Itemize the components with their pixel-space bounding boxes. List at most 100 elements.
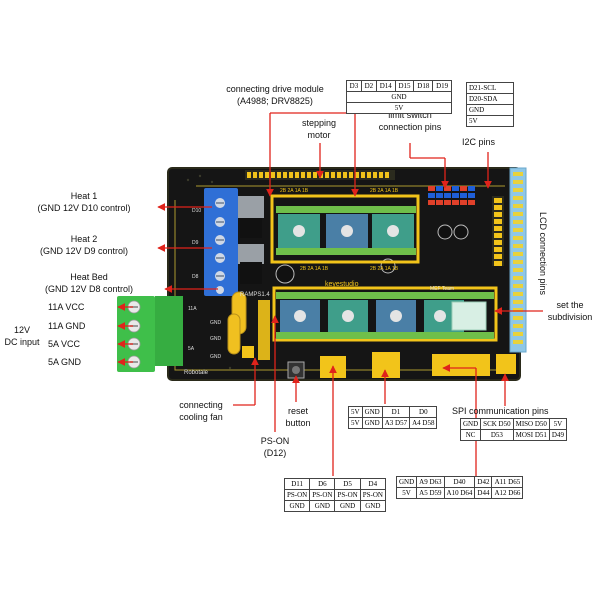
pin-cell: A11 D65	[491, 476, 524, 488]
pin-cell: 5V	[348, 417, 363, 429]
terminal-label-2: D9	[192, 240, 199, 246]
header-pin	[301, 172, 305, 178]
drive-module-models: (A4988; DRV8825)	[237, 96, 313, 106]
limit-switch-label-1: limit switch	[388, 110, 432, 120]
pin-cell: D53	[480, 429, 514, 441]
pin-cell: D19	[432, 80, 452, 92]
header-pin	[494, 219, 502, 224]
header-pin	[494, 247, 502, 252]
limit-switch-label-2: connection pins	[378, 122, 442, 132]
pin-cell: GND	[309, 500, 336, 512]
pin-cell: 5V	[466, 115, 514, 127]
side-label-1: GND	[210, 320, 222, 326]
header-pin	[494, 212, 502, 217]
lcd-pins-label: LCD connection pins	[538, 212, 548, 296]
lcd-pin	[513, 316, 523, 320]
pin-cell: D2	[360, 80, 377, 92]
endstop-pin	[460, 186, 467, 191]
power-terminal	[117, 296, 183, 372]
endstop-header	[428, 186, 475, 205]
i2c-pins-label: I2C pins	[462, 137, 496, 147]
board-team-label: MEF Team	[430, 286, 454, 292]
endstop-5v-row: 5V	[346, 102, 452, 114]
heatbed-desc: (GND 12V D8 control)	[44, 284, 134, 294]
header-pin	[494, 205, 502, 210]
cooling-fan-label-1: connecting	[179, 400, 223, 410]
lcd-pin	[513, 180, 523, 184]
header-pin	[343, 172, 347, 178]
side-label-2: GND	[210, 336, 222, 342]
pin-cell: GND	[361, 417, 383, 429]
pin-cell: MISO D50	[512, 418, 550, 430]
endstop-pin	[468, 186, 475, 191]
reset-label-2: button	[285, 418, 311, 428]
pin-cell: GND	[395, 476, 418, 488]
header-pin	[247, 172, 251, 178]
vcc-11a-label: 11A VCC	[48, 302, 85, 312]
stepping-motor-label-2: motor	[307, 130, 331, 140]
terminal-label-1: D10	[192, 208, 201, 214]
header-pin	[313, 172, 317, 178]
endstop-pin	[444, 193, 451, 198]
header-pin	[277, 172, 281, 178]
header-pin	[379, 172, 383, 178]
header-pin	[373, 172, 377, 178]
pin-cell: D15	[394, 80, 415, 92]
pin-cell: D44	[474, 487, 493, 499]
pin-cell: PS-ON	[309, 489, 336, 501]
header-pin	[307, 172, 311, 178]
lcd-pin	[513, 260, 523, 264]
pin-cell: GND	[359, 500, 386, 512]
header-pin	[355, 172, 359, 178]
heat1-desc: (GND 12V D10 control)	[37, 203, 131, 213]
header-pin	[494, 261, 502, 266]
pin-cell: A4 D58	[409, 417, 438, 429]
lcd-pin	[513, 276, 523, 280]
board-ramps-label: RAMPS1.4	[240, 292, 270, 298]
lcd-pin	[513, 284, 523, 288]
gnd-5a-label: 5A GND	[48, 357, 82, 367]
header-pin	[494, 198, 502, 203]
fuses	[227, 291, 247, 355]
header-pin	[385, 172, 389, 178]
pin-cell: GND	[361, 406, 383, 418]
header-pin	[295, 172, 299, 178]
spi-pins-label: SPI communication pins	[452, 406, 549, 416]
pin-cell: A3 D57	[381, 417, 411, 429]
reset-label-1: reset	[287, 406, 308, 416]
lcd-pin	[513, 228, 523, 232]
header-pin	[331, 172, 335, 178]
dc-input-label-1: 12V	[13, 325, 30, 335]
right-header	[492, 196, 504, 266]
endstop-pin	[436, 186, 443, 191]
pin-cell: NC	[459, 429, 482, 441]
lcd-pin	[513, 308, 523, 312]
header-pin	[271, 172, 275, 178]
pin-cell: 5V	[348, 406, 363, 418]
driver-label-2: 2B 2A 1A 1B	[370, 188, 399, 194]
stepping-motor-label-1: stepping	[301, 118, 337, 128]
endstop-pin	[452, 200, 459, 205]
driver-label-4: 2B 2A 1A 1B	[370, 266, 399, 272]
endstop-pin	[460, 200, 467, 205]
endstop-pin	[452, 186, 459, 191]
board-brand: keyestudio	[325, 281, 359, 288]
header-pin	[259, 172, 263, 178]
pin-cell: D6	[309, 478, 336, 490]
lcd-pin	[513, 332, 523, 336]
pson-label-2: (D12)	[263, 448, 287, 458]
heatbed-title: Heat Bed	[70, 272, 108, 282]
pin-cell: A10 D64	[443, 487, 476, 499]
lcd-pin	[513, 340, 523, 344]
header-pin	[494, 233, 502, 238]
pin-cell: PS-ON	[334, 489, 361, 501]
header-pin	[289, 172, 293, 178]
endstop-pin	[428, 186, 435, 191]
pin-cell: 5V	[395, 487, 418, 499]
lcd-connector	[509, 167, 527, 353]
pin-cell: PS-ON	[359, 489, 386, 501]
driver-label-1: 2B 2A 1A 1B	[280, 188, 309, 194]
